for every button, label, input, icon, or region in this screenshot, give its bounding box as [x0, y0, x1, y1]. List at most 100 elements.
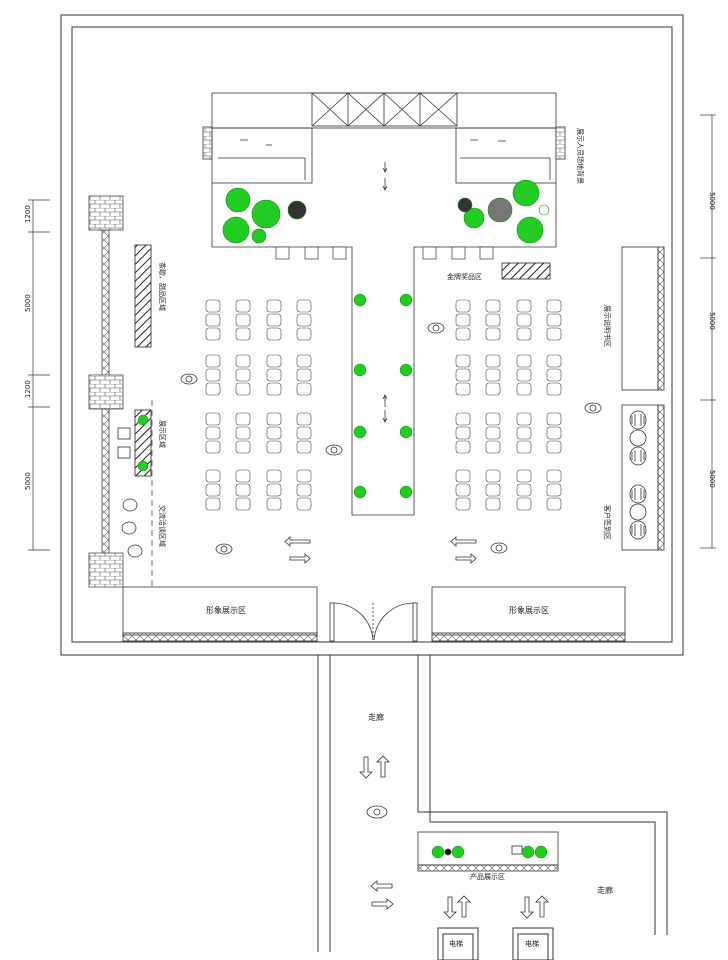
- corridor-main-label: 走廊: [368, 712, 384, 722]
- chair-icon: [516, 299, 532, 313]
- chair-icon: [546, 299, 562, 313]
- left-wall: [88, 195, 153, 590]
- chair-icon: [205, 469, 221, 483]
- left-bottom-label: 交流洽谈区域: [158, 505, 167, 547]
- dim-right-2: 5000: [708, 312, 716, 330]
- chair-icon: [235, 313, 251, 327]
- plant-icon: [137, 414, 149, 426]
- chair-icon: [235, 412, 251, 426]
- chair-icon: [485, 354, 501, 368]
- elevator-2-label: 电梯: [525, 939, 539, 948]
- dim-left-4: 5000: [24, 472, 32, 490]
- image-display-zones: [122, 586, 626, 642]
- image-left-label: 形象展示区: [206, 605, 246, 615]
- chair-icon: [485, 412, 501, 426]
- chair-icon: [296, 313, 312, 327]
- chair-icon: [455, 354, 471, 368]
- dimension-right: [700, 114, 716, 549]
- chair-icon: [546, 469, 562, 483]
- chair-icon: [485, 483, 501, 497]
- chair-icon: [266, 426, 282, 440]
- dim-left-3: 1200: [24, 380, 32, 398]
- chair-icon: [455, 497, 471, 511]
- chair-icon: [205, 412, 221, 426]
- chair-icon: [266, 440, 282, 454]
- front-chairs: [275, 246, 494, 260]
- chair-icon: [266, 497, 282, 511]
- chair-icon: [546, 382, 562, 396]
- chair-icon: [266, 354, 282, 368]
- chair-icon: [455, 483, 471, 497]
- chair-icon: [235, 368, 251, 382]
- chair-icon: [205, 426, 221, 440]
- chair-icon: [516, 382, 532, 396]
- double-door-icon: [329, 602, 418, 642]
- dimension-left: [28, 199, 50, 551]
- chair-icon: [235, 299, 251, 313]
- chair-icon: [266, 412, 282, 426]
- chair-icon: [485, 368, 501, 382]
- chair-icon: [266, 368, 282, 382]
- left-display-counter: [134, 409, 152, 477]
- chair-icon: [546, 497, 562, 511]
- chair-icon: [546, 354, 562, 368]
- chair-icon: [266, 327, 282, 341]
- elevators: [437, 927, 554, 960]
- elevator-1-label: 电梯: [449, 939, 463, 948]
- right-top-label: 展示说明书区: [603, 305, 612, 347]
- chair-icon: [516, 368, 532, 382]
- chair-icon: [485, 497, 501, 511]
- chair-icon: [266, 382, 282, 396]
- chair-icon: [296, 412, 312, 426]
- chair-icon: [485, 299, 501, 313]
- chair-icon: [235, 354, 251, 368]
- audience-seats: [205, 299, 562, 511]
- chair-icon: [516, 327, 532, 341]
- image-right-label: 形象展示区: [509, 605, 549, 615]
- chair-icon: [485, 426, 501, 440]
- chair-icon: [516, 412, 532, 426]
- chair-icon: [296, 469, 312, 483]
- dim-right-1: 5000: [708, 192, 716, 210]
- product-display-zone: [417, 831, 559, 872]
- chair-icon: [546, 313, 562, 327]
- chair-icon: [205, 368, 221, 382]
- chair-icon: [455, 382, 471, 396]
- plant-icon: [222, 179, 550, 244]
- chair-icon: [546, 368, 562, 382]
- chair-icon: [205, 382, 221, 396]
- chair-icon: [455, 327, 471, 341]
- chair-icon: [516, 313, 532, 327]
- chair-icon: [516, 426, 532, 440]
- chair-icon: [296, 368, 312, 382]
- chair-icon: [235, 382, 251, 396]
- chair-icon: [235, 426, 251, 440]
- arrow-icon: [284, 536, 549, 919]
- outer-walls: [60, 14, 684, 952]
- aisle-arrows: [382, 162, 388, 423]
- chair-icon: [296, 299, 312, 313]
- chair-icon: [296, 483, 312, 497]
- chair-icon: [516, 483, 532, 497]
- chair-icon: [516, 440, 532, 454]
- chair-icon: [205, 327, 221, 341]
- chair-icon: [235, 327, 251, 341]
- chair-icon: [235, 483, 251, 497]
- dim-right-3: 5000: [708, 470, 716, 488]
- corridor-side-label: 走廊: [597, 885, 613, 895]
- chair-icon: [516, 469, 532, 483]
- chair-icon: [485, 327, 501, 341]
- stage-note: 展示人员场地背景: [576, 128, 585, 184]
- chair-icon: [455, 412, 471, 426]
- gold-display: [501, 262, 551, 280]
- chair-icon: [296, 426, 312, 440]
- chair-icon: [235, 497, 251, 511]
- chair-icon: [455, 426, 471, 440]
- chair-icon: [546, 483, 562, 497]
- chair-icon: [485, 469, 501, 483]
- left-mid-label: 展示区域: [158, 420, 167, 448]
- aisle-plants: [353, 293, 413, 499]
- chair-icon: [296, 497, 312, 511]
- chair-icon: [235, 469, 251, 483]
